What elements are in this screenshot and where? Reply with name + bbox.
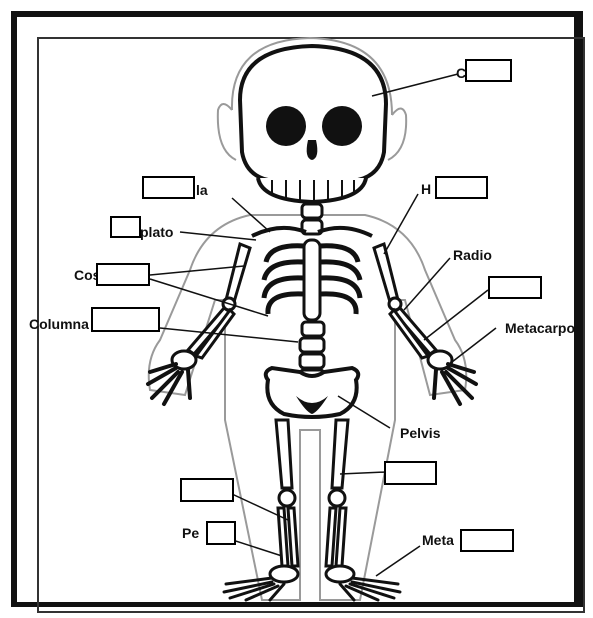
label-columna: Columna [29, 316, 89, 332]
right-leg [326, 420, 348, 566]
answer-box-cubito[interactable] [488, 276, 542, 299]
leader-omoplato [180, 232, 256, 240]
left-leg [276, 420, 298, 566]
label-metacarpo: Metacarpo [505, 320, 575, 336]
leader-columna [160, 328, 298, 342]
right-foot [326, 566, 400, 600]
label-omoplato: plato [140, 224, 173, 240]
jaw [258, 178, 366, 202]
leader-radio [404, 258, 450, 310]
left-eye-socket [266, 106, 306, 146]
leader-costillas-a [150, 266, 244, 275]
nasal-cavity [307, 140, 318, 160]
skull [240, 46, 386, 202]
answer-box-costillas[interactable] [96, 263, 150, 286]
answer-box-perone[interactable] [206, 521, 236, 545]
leader-femur [340, 472, 386, 474]
answer-box-clavicula[interactable] [142, 176, 195, 199]
label-metatarso: Meta [422, 532, 454, 548]
leader-metatarso [376, 546, 420, 576]
answer-box-tibia[interactable] [180, 478, 234, 502]
answer-box-metatarso[interactable] [460, 529, 514, 552]
left-foot [224, 566, 298, 600]
right-eye-socket [322, 106, 362, 146]
sternum [304, 240, 320, 320]
answer-box-omoplato[interactable] [110, 216, 141, 238]
answer-box-craneo[interactable] [465, 59, 512, 82]
leader-costillas-b [150, 279, 268, 316]
label-clavicula: la [196, 182, 208, 198]
label-humero: H [421, 181, 431, 197]
label-radio: Radio [453, 247, 492, 263]
leader-cubito [424, 290, 488, 340]
label-perone: Pe [182, 525, 199, 541]
answer-box-humero[interactable] [435, 176, 488, 199]
label-pelvis: Pelvis [400, 425, 440, 441]
answer-box-columna[interactable] [91, 307, 160, 332]
answer-box-femur[interactable] [384, 461, 437, 485]
